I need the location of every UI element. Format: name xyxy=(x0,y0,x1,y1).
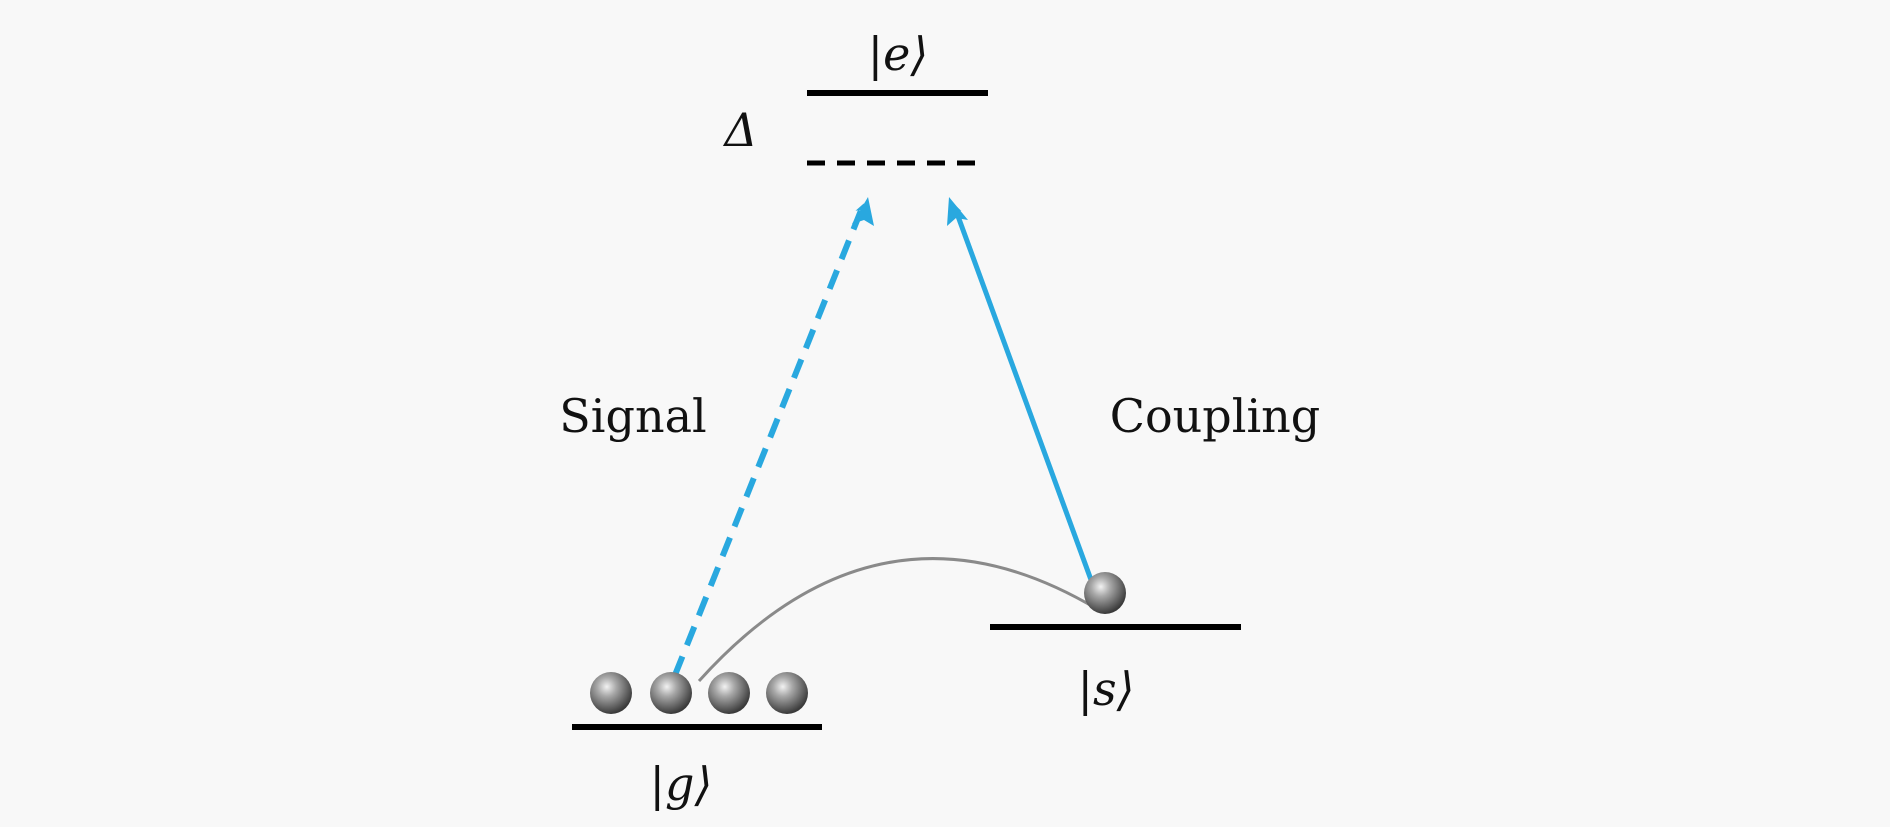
atom-ground-4 xyxy=(766,672,808,714)
coupling-arrowhead-icon xyxy=(947,197,968,226)
coupling-label: Coupling xyxy=(1110,389,1320,443)
atom-storage xyxy=(1084,572,1126,614)
signal-arrowhead-icon xyxy=(852,197,874,226)
signal-label: Signal xyxy=(559,389,706,443)
storage-state-label: |s⟩ xyxy=(1077,662,1134,716)
atom-ground-3 xyxy=(708,672,750,714)
atom-ground-2 xyxy=(650,672,692,714)
atom-ground-1 xyxy=(590,672,632,714)
ground-state-label: |g⟩ xyxy=(650,757,713,811)
signal-arrow xyxy=(672,203,865,677)
coupling-arrow xyxy=(952,203,1097,589)
excited-state-label: |e⟩ xyxy=(868,27,929,81)
detuning-label: Δ xyxy=(722,103,757,157)
transfer-arc xyxy=(697,557,1098,683)
